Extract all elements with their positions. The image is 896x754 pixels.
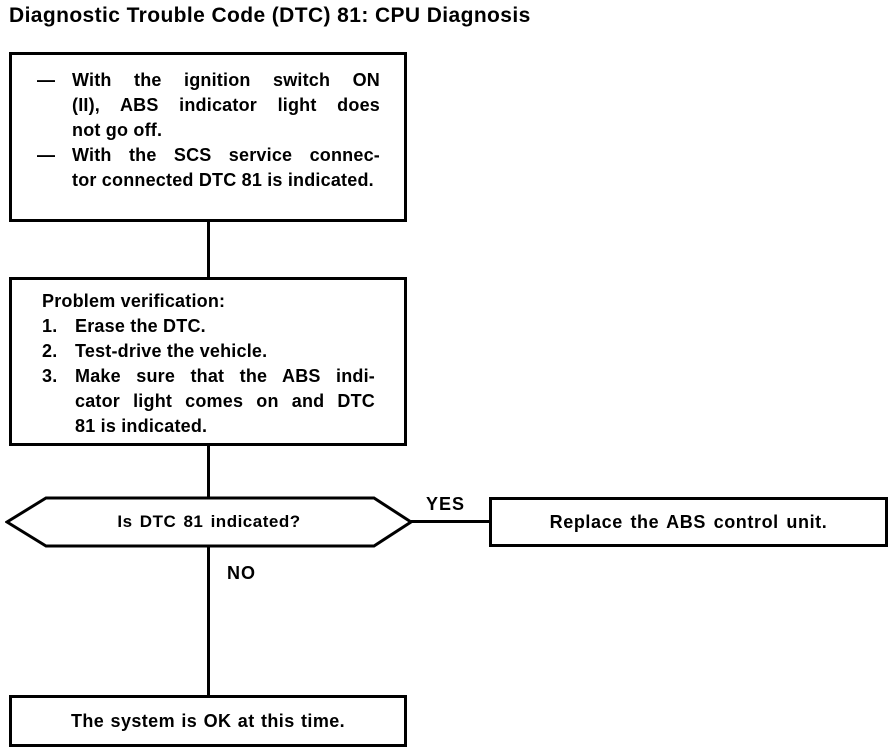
- text-line: Test-drive the vehicle.: [75, 341, 268, 361]
- verification-box: Problem verification: 1. Erase the DTC. …: [9, 277, 407, 446]
- system-ok-text: The system is OK at this time.: [70, 710, 346, 731]
- text-line: With the ignition switch ON: [72, 70, 380, 90]
- text-line: cator light comes on and DTC: [75, 391, 375, 411]
- symptom-bullet: — With the SCS service connec- tor conne…: [37, 143, 384, 193]
- text-line: tor connected DTC 81 is indicated.: [72, 170, 374, 190]
- text-line: Erase the DTC.: [75, 316, 206, 336]
- no-label: NO: [227, 563, 256, 583]
- connector-line: [207, 446, 210, 497]
- step-number: 2.: [42, 341, 58, 361]
- verification-step: 2. Test-drive the vehicle.: [42, 339, 386, 364]
- connector-line: [207, 222, 210, 277]
- text-line: With the SCS service connec-: [72, 145, 380, 165]
- step-number: 3.: [42, 366, 58, 386]
- text-line: Make sure that the ABS indi-: [75, 366, 375, 386]
- connector-line: [411, 520, 489, 523]
- yes-label: YES: [426, 494, 466, 514]
- text-line: 81 is indicated.: [75, 416, 208, 436]
- decision-question: Is DTC 81 indicated?: [117, 512, 301, 531]
- symptom-bullet-text: With the ignition switch ON (II), ABS in…: [72, 68, 380, 143]
- step-text: Make sure that the ABS indi- cator light…: [75, 364, 375, 439]
- dash-marker: —: [37, 70, 56, 90]
- step-number: 1.: [42, 316, 58, 336]
- dash-marker: —: [37, 145, 56, 165]
- decision-shape: Is DTC 81 indicated?: [5, 496, 413, 548]
- page-title: Diagnostic Trouble Code (DTC) 81: CPU Di…: [9, 4, 531, 27]
- verification-step: 3. Make sure that the ABS indi- cator li…: [42, 364, 386, 439]
- step-text: Test-drive the vehicle.: [75, 339, 375, 364]
- system-ok-box: The system is OK at this time.: [9, 695, 407, 747]
- yes-action-text: Replace the ABS control unit.: [549, 511, 828, 532]
- verification-step: 1. Erase the DTC.: [42, 314, 386, 339]
- symptom-bullet-text: With the SCS service connec- tor connect…: [72, 143, 380, 193]
- step-text: Erase the DTC.: [75, 314, 375, 339]
- yes-action-box: Replace the ABS control unit.: [489, 497, 888, 547]
- symptom-box: — With the ignition switch ON (II), ABS …: [9, 52, 407, 222]
- text-line: not go off.: [72, 120, 163, 140]
- verification-heading: Problem verification:: [42, 291, 226, 311]
- connector-line: [207, 546, 210, 695]
- symptom-bullet: — With the ignition switch ON (II), ABS …: [37, 68, 384, 143]
- text-line: (II), ABS indicator light does: [72, 95, 380, 115]
